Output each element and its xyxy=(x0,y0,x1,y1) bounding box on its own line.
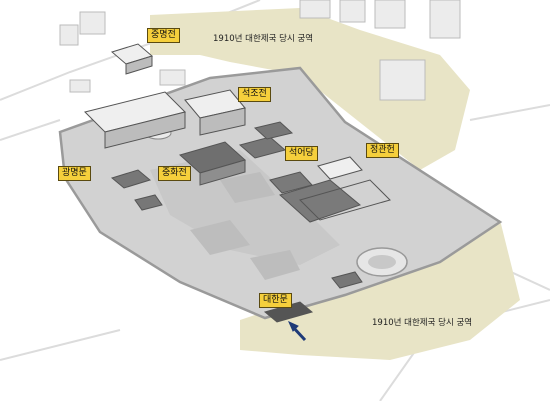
entrance-arrow xyxy=(288,321,307,342)
label-seogeodang: 석어당 xyxy=(285,146,318,161)
label-junghwajeon: 중화전 xyxy=(158,166,191,181)
label-seokjojeon: 석조전 xyxy=(238,87,271,102)
buildings xyxy=(84,43,391,323)
caption-bottom: 1910년 대한제국 당시 궁역 xyxy=(372,318,473,328)
city-blocks xyxy=(59,0,461,101)
label-jeonggwanheon: 정관헌 xyxy=(366,143,399,158)
historic-area-north xyxy=(150,8,470,170)
caption-top: 1910년 대한제국 당시 궁역 xyxy=(213,34,314,44)
lawn-patches xyxy=(190,172,300,280)
label-jungmyeongjeon: 중명전 xyxy=(147,28,180,43)
label-gwangmyeongmun: 광명문 xyxy=(58,166,91,181)
label-daehanmun: 대한문 xyxy=(259,293,292,308)
